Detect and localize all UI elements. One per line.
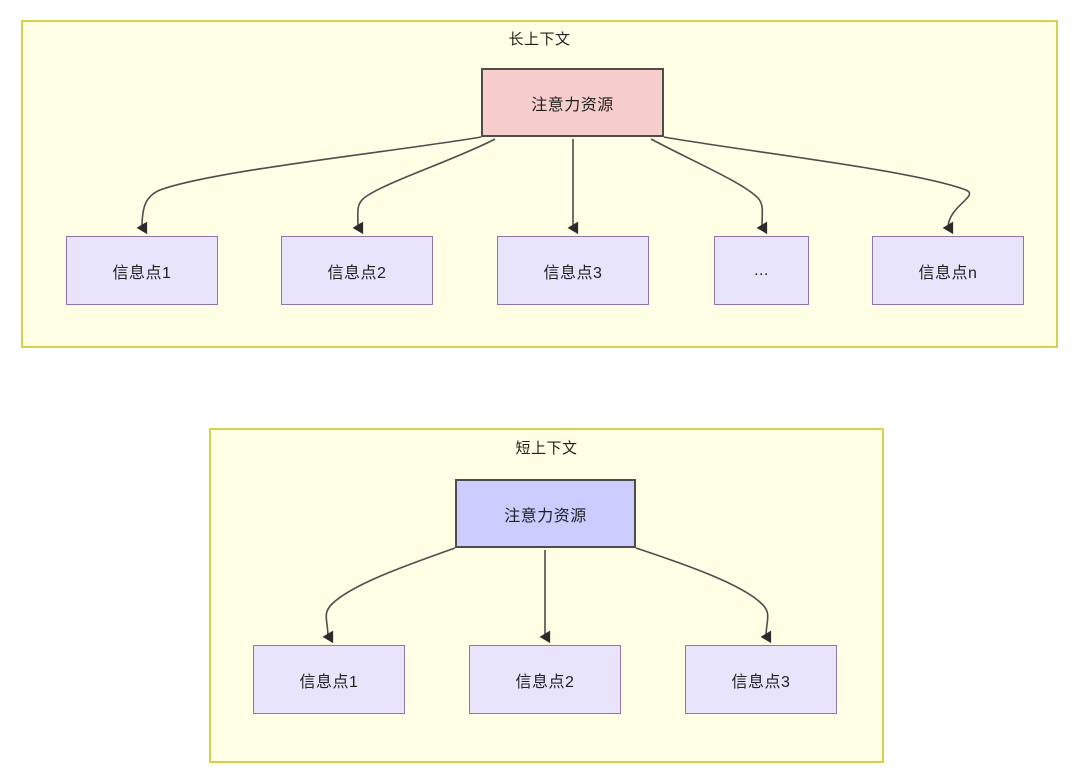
node-attention-resource-long[interactable]: 注意力资源	[481, 68, 664, 137]
node-label: ...	[754, 261, 769, 279]
node-info-point-3-long[interactable]: 信息点3	[497, 236, 649, 305]
node-info-point-n-long[interactable]: 信息点n	[872, 236, 1024, 305]
node-label: 信息点3	[731, 673, 791, 691]
node-label: 信息点2	[327, 264, 387, 282]
node-info-point-1-long[interactable]: 信息点1	[66, 236, 218, 305]
group-short-context-title: 短上下文	[515, 440, 578, 457]
node-label: 注意力资源	[531, 96, 614, 114]
node-label: 信息点1	[299, 673, 359, 691]
group-long-context-title: 长上下文	[508, 31, 571, 48]
node-info-point-2-short[interactable]: 信息点2	[469, 645, 621, 714]
node-label: 信息点1	[112, 264, 172, 282]
node-info-point-ellipsis-long[interactable]: ...	[714, 236, 809, 305]
node-attention-resource-short[interactable]: 注意力资源	[455, 479, 636, 548]
node-info-point-1-short[interactable]: 信息点1	[253, 645, 405, 714]
node-label: 注意力资源	[504, 507, 587, 525]
node-info-point-2-long[interactable]: 信息点2	[281, 236, 433, 305]
node-label: 信息点2	[515, 673, 575, 691]
node-label: 信息点n	[918, 264, 978, 282]
node-label: 信息点3	[543, 264, 603, 282]
node-info-point-3-short[interactable]: 信息点3	[685, 645, 837, 714]
